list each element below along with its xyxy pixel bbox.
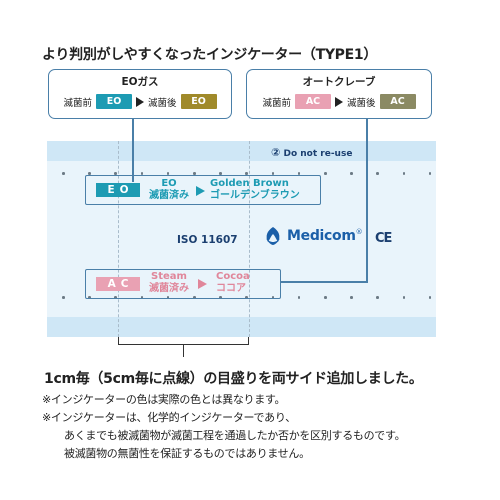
scale-dot: [324, 296, 327, 299]
legend-eo-before-label: 滅菌前: [63, 97, 92, 109]
leader-line-ac-horizontal: [280, 281, 368, 283]
arrow-right-icon: [136, 96, 144, 107]
indicator-strip: [47, 141, 436, 337]
scale-dot: [219, 172, 222, 175]
scale-line-5cm: [249, 141, 250, 337]
ac-label-line2: 滅菌済み: [149, 283, 189, 294]
medicom-logo: Medicom ®: [262, 225, 363, 247]
legend-ac-title: オートクレーブ: [302, 76, 376, 88]
ac-result-line2: ココア: [216, 283, 246, 294]
legend-eo-title: EOガス: [121, 76, 159, 88]
page-heading: より判別がしやすくなったインジケーター（TYPE1）: [42, 47, 378, 63]
scale-dot: [376, 296, 379, 299]
scale-dot: [428, 172, 432, 175]
scale-dot: [114, 296, 117, 299]
scale-bracket-stem: [183, 345, 184, 357]
scale-dot: [402, 296, 406, 299]
legend-eo-after-label: 滅菌後: [148, 97, 177, 109]
eo-label-line2: 滅菌済み: [149, 190, 189, 201]
do-not-reuse-icon: ②: [271, 146, 281, 159]
eo-label-line1: EO: [161, 178, 177, 189]
legend-eo-after-chip: EO: [180, 94, 217, 109]
scale-dot: [271, 172, 275, 175]
legend-eo-row: 滅菌前 EO 滅菌後 EO: [49, 94, 231, 109]
eo-result-line2: ゴールデンブラウン: [210, 190, 300, 201]
scale-dot: [245, 296, 248, 299]
scale-dot: [297, 296, 301, 299]
ac-indicator-chip: AC: [96, 277, 140, 291]
scale-dot: [166, 172, 170, 175]
ac-label: Steam 滅菌済み: [146, 271, 192, 295]
note-line: ※インジケーターは、化学的インジケーターであり、: [42, 411, 296, 424]
scale-dot: [245, 172, 248, 175]
note-line: 被滅菌物の無菌性を保証するものではありません。: [64, 447, 310, 460]
leader-line-ac: [366, 118, 368, 282]
eo-result-line1: Golden Brown: [210, 178, 289, 189]
ac-result: Cocoa ココア: [216, 271, 250, 295]
scale-dot: [114, 172, 117, 175]
ac-result-line1: Cocoa: [216, 271, 250, 282]
arrow-right-icon: [198, 279, 207, 289]
legend-ac-before-label: 滅菌前: [262, 97, 291, 109]
scale-dot: [140, 296, 144, 299]
scale-dot: [376, 172, 379, 175]
note-line: あくまでも被滅菌物が滅菌工程を通過したか否かを区別するものです。: [64, 429, 406, 442]
strip-bottom-band: [47, 317, 436, 337]
eo-indicator-bracket: [85, 175, 321, 205]
registered-mark: ®: [355, 228, 363, 236]
scale-dot: [88, 172, 91, 175]
scale-bracket: [118, 337, 249, 345]
arrow-right-icon: [196, 186, 205, 196]
arrow-right-icon: [335, 96, 343, 107]
scale-dot: [428, 296, 432, 299]
scale-dot: [193, 172, 196, 175]
legend-eo-before-chip: EO: [96, 94, 132, 109]
do-not-reuse: ② Do not re-use: [271, 146, 352, 159]
legend-ac: オートクレーブ 滅菌前 AC 滅菌後 AC: [246, 69, 432, 119]
scale-note-heading: 1cm毎（5cm毎に点線）の目盛りを両サイド追加しました。: [44, 371, 423, 387]
scale-dot: [324, 172, 327, 175]
scale-dot: [402, 172, 406, 175]
scale-dot: [62, 296, 65, 299]
medicom-logo-icon: [266, 227, 280, 245]
scale-line-5cm: [118, 141, 119, 337]
scale-dot: [166, 296, 170, 299]
ac-label-line1: Steam: [151, 271, 187, 282]
scale-dot: [62, 172, 65, 175]
ac-indicator-bracket: [85, 269, 281, 299]
do-not-reuse-text: Do not re-use: [283, 149, 353, 159]
eo-label: EO 滅菌済み: [146, 178, 192, 202]
eo-indicator-chip: EO: [96, 183, 140, 197]
scale-dot: [88, 296, 91, 299]
leader-line-eo: [132, 118, 134, 182]
scale-dot: [271, 296, 275, 299]
scale-dot: [297, 172, 301, 175]
legend-eo: EOガス 滅菌前 EO 滅菌後 EO: [48, 69, 232, 119]
scale-dot: [350, 296, 353, 299]
eo-result: Golden Brown ゴールデンブラウン: [210, 178, 300, 202]
iso-label: ISO 11607: [177, 234, 238, 246]
scale-dot: [219, 296, 222, 299]
strip-top-band: [47, 141, 436, 161]
scale-dot: [140, 172, 144, 175]
legend-ac-before-chip: AC: [295, 94, 331, 109]
medicom-brand-text: Medicom: [287, 228, 356, 244]
legend-ac-after-label: 滅菌後: [347, 97, 376, 109]
note-line: ※インジケーターの色は実際の色とは異なります。: [42, 393, 286, 406]
scale-dot: [350, 172, 353, 175]
scale-dot: [193, 296, 196, 299]
legend-ac-after-chip: AC: [379, 94, 416, 109]
legend-ac-row: 滅菌前 AC 滅菌後 AC: [247, 94, 431, 109]
ce-mark: CE: [375, 231, 392, 246]
